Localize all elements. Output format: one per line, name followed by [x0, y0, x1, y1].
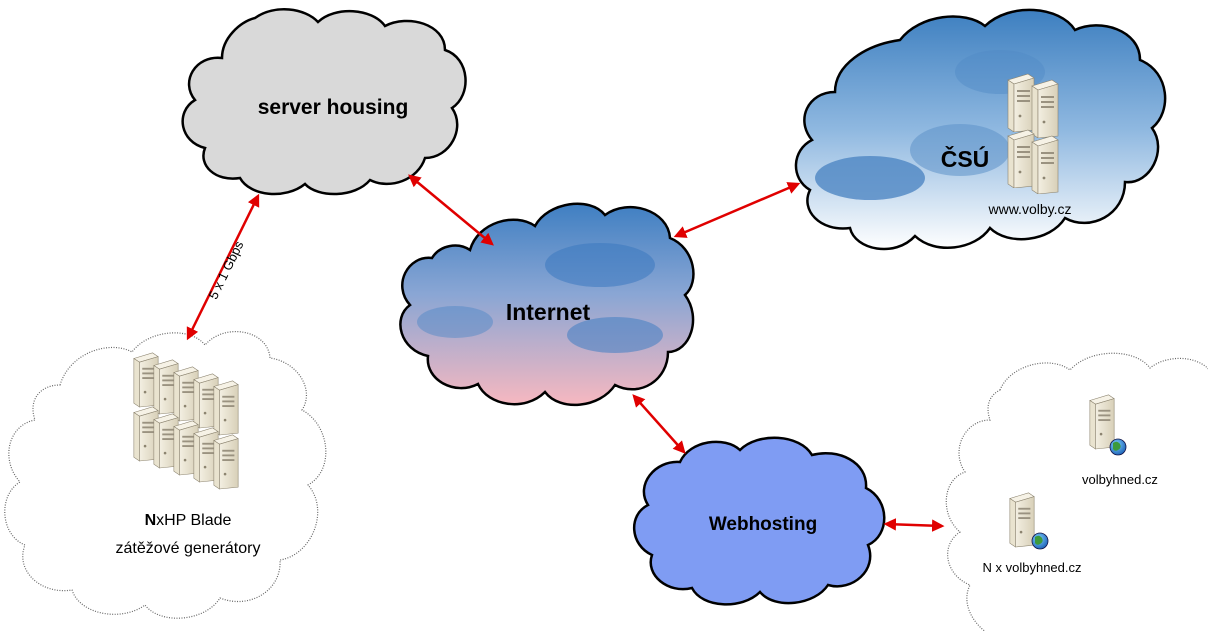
link-webhosting-volbyhned: [883, 518, 945, 532]
csu-cloud: ČSÚ www.volby.cz: [794, 8, 1167, 251]
webhosting-cloud-shape: [632, 436, 886, 606]
link-internet-webhosting: [632, 394, 686, 454]
link-housing-internet: [408, 174, 494, 246]
volbyhned-multi-label: N x volbyhned.cz: [983, 560, 1082, 575]
server-tower-icon: [1007, 73, 1035, 132]
server-tower-icon: [1031, 135, 1059, 194]
internet-label: Internet: [506, 299, 591, 325]
webhosting-cloud: Webhosting: [632, 436, 886, 606]
generators-model: xHP Blade: [156, 512, 231, 529]
links: [186, 174, 945, 532]
volbyhned-cloud-shape: [945, 352, 1208, 631]
internet-cloud: Internet: [399, 202, 695, 407]
volbyhned-cloud: volbyhned.cz N x volbyhned.cz: [945, 352, 1208, 631]
volbyhned-single-label: volbyhned.cz: [1082, 472, 1158, 487]
generators-cloud-shape: [4, 331, 327, 619]
server-housing-cloud-shape: [181, 8, 467, 196]
generators-label-line1: NxHP Blade: [145, 512, 232, 529]
server-housing-cloud: server housing: [181, 8, 467, 196]
link-internet-csu: [673, 182, 801, 238]
server-housing-label: server housing: [258, 96, 409, 119]
csu-label: ČSÚ: [941, 145, 990, 172]
generators-count-n: N: [145, 512, 157, 529]
server-tower-icon: [1007, 129, 1035, 188]
server-tower-icon: [213, 434, 239, 490]
server-tower-icon: [1031, 79, 1059, 138]
server-tower-icon: [1089, 394, 1115, 450]
link-housing-generators: [186, 193, 260, 341]
server-tower-icon: [213, 380, 239, 436]
generators-cloud: NxHP Blade zátěžové generátory: [4, 331, 327, 619]
csu-url-label: www.volby.cz: [988, 201, 1072, 217]
generators-label-line2: zátěžové generátory: [116, 540, 261, 557]
webhosting-label: Webhosting: [709, 514, 817, 535]
bandwidth-label: 5 x 1 Gbps: [205, 238, 246, 302]
server-tower-icon: [1009, 492, 1035, 548]
